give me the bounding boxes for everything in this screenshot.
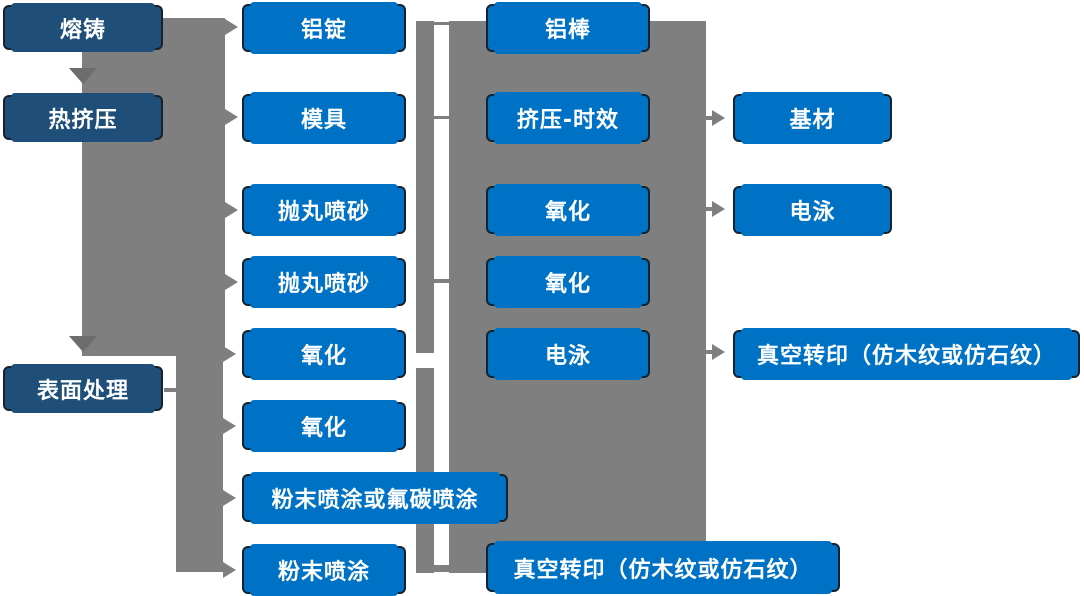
arrow-down-to-hot-extrusion xyxy=(69,68,97,84)
node-label-mold: 模具 xyxy=(300,108,347,133)
arrow-to-powder-coatings xyxy=(223,490,236,506)
node-vacuum-transfer-print-right: 真空转印（仿木纹或仿石纹） xyxy=(733,328,1080,380)
arrow-to-mold xyxy=(225,109,238,125)
node-oxidation-1: 氧化 xyxy=(242,328,406,380)
node-melting-casting: 熔铸 xyxy=(3,3,163,52)
node-label-oxidation-4: 氧化 xyxy=(544,272,591,297)
node-vacuum-transfer-print-bottom: 真空转印（仿木纹或仿石纹） xyxy=(486,541,840,594)
arrow-to-vacuum-transfer-right-stem xyxy=(703,350,713,354)
arrow-to-aluminum-ingot xyxy=(225,19,238,35)
node-aluminum-ingot: 铝锭 xyxy=(242,2,406,54)
bar-middle-upper xyxy=(416,21,434,353)
node-oxidation-3: 氧化 xyxy=(486,184,650,236)
bar-middle-lower xyxy=(416,368,434,573)
arrow-to-electrophoresis-2 xyxy=(712,201,725,217)
node-shot-blasting-1: 抛丸喷砂 xyxy=(242,184,406,236)
node-label-electrophoresis-1: 电泳 xyxy=(544,344,591,369)
arrow-to-oxidation-1 xyxy=(223,346,236,362)
node-label-surface-treatment: 表面处理 xyxy=(36,378,129,404)
node-surface-treatment: 表面处理 xyxy=(3,364,163,413)
node-label-extrusion-aging: 挤压-时效 xyxy=(516,108,620,133)
bus-left-lower xyxy=(176,356,223,572)
arrow-down-to-surface-treatment xyxy=(69,336,97,352)
node-powder-coating: 粉末喷涂 xyxy=(242,544,406,596)
node-label-hot-extrusion: 热挤压 xyxy=(48,107,118,133)
node-shot-blasting-2: 抛丸喷砂 xyxy=(242,256,406,308)
node-label-shot-blasting-2: 抛丸喷砂 xyxy=(277,272,370,297)
node-label-vacuum-transfer-print-right: 真空转印（仿木纹或仿石纹） xyxy=(756,344,1056,369)
node-label-shot-blasting-1: 抛丸喷砂 xyxy=(277,200,370,225)
node-label-electrophoresis-2: 电泳 xyxy=(789,200,836,225)
node-hot-extrusion: 热挤压 xyxy=(3,93,163,142)
link-mold-extrusion xyxy=(434,116,449,119)
arrow-to-base-material-stem xyxy=(703,116,713,120)
node-oxidation-2: 氧化 xyxy=(242,400,406,452)
node-aluminum-rod: 铝棒 xyxy=(486,2,650,54)
node-powder-or-fluorocarbon-coating: 粉末喷涂或氟碳喷涂 xyxy=(242,472,508,524)
node-label-powder-or-fluorocarbon-coating: 粉末喷涂或氟碳喷涂 xyxy=(271,488,479,513)
node-label-melting-casting: 熔铸 xyxy=(59,17,106,43)
node-electrophoresis-1: 电泳 xyxy=(486,328,650,380)
link-blasting-oxidation xyxy=(434,279,449,283)
bus-left-upper xyxy=(82,18,225,356)
node-oxidation-4: 氧化 xyxy=(486,256,650,308)
arrow-to-powder-coating xyxy=(223,562,236,578)
node-label-powder-coating: 粉末喷涂 xyxy=(277,560,370,585)
arrow-to-oxidation-2 xyxy=(223,418,236,434)
node-label-oxidation-3: 氧化 xyxy=(544,200,591,225)
link-bottom-transfer xyxy=(434,565,449,572)
node-electrophoresis-2: 电泳 xyxy=(733,184,892,236)
arrow-to-shot-blasting-2 xyxy=(225,274,238,290)
node-label-aluminum-ingot: 铝锭 xyxy=(300,18,347,43)
link-ingot-rod xyxy=(434,22,449,25)
arrow-to-vacuum-transfer-right xyxy=(712,344,725,360)
arrow-to-electrophoresis-2-stem xyxy=(703,207,713,211)
node-label-oxidation-2: 氧化 xyxy=(300,416,347,441)
node-extrusion-aging: 挤压-时效 xyxy=(486,92,650,144)
link-surface-treatment xyxy=(164,388,176,392)
node-label-aluminum-rod: 铝棒 xyxy=(544,18,591,43)
node-label-oxidation-1: 氧化 xyxy=(300,344,347,369)
arrow-to-base-material xyxy=(712,110,725,126)
node-label-base-material: 基材 xyxy=(789,108,836,133)
arrow-to-shot-blasting-1 xyxy=(225,202,238,218)
node-label-vacuum-transfer-print-bottom: 真空转印（仿木纹或仿石纹） xyxy=(513,557,813,583)
node-base-material: 基材 xyxy=(733,92,892,144)
node-mold: 模具 xyxy=(242,92,406,144)
